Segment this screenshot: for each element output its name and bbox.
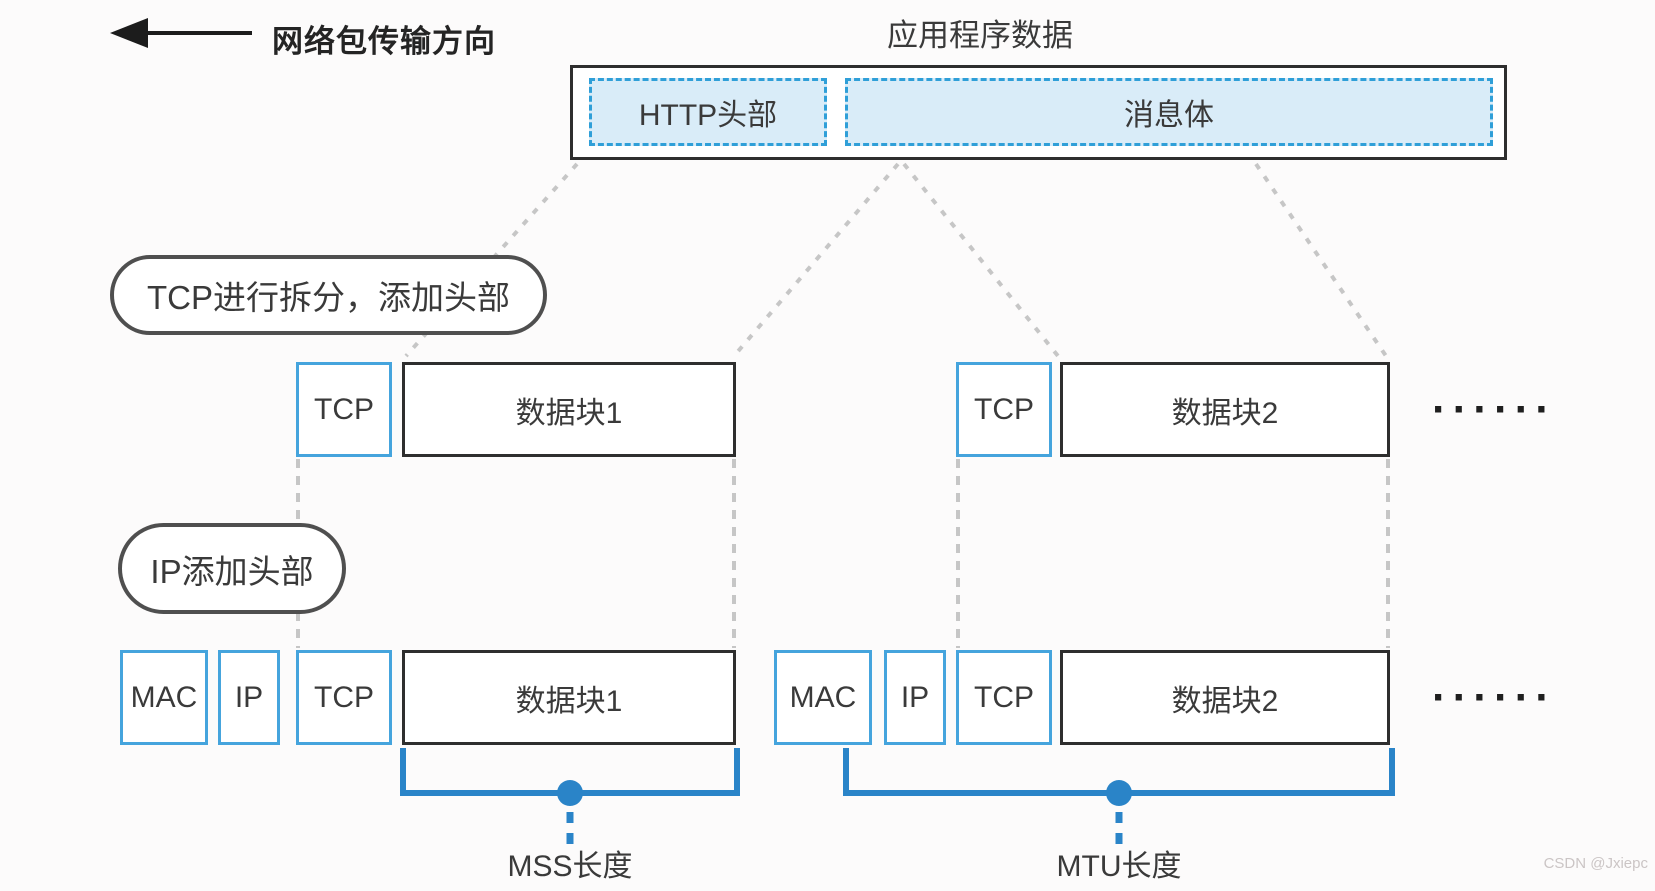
ip-step-pill: IP添加头部 (118, 523, 346, 614)
tcp-step-pill: TCP进行拆分，添加头部 (110, 255, 547, 335)
app-data-box: HTTP头部 消息体 (570, 65, 1507, 160)
ip-row-g2-ip-header: IP (884, 650, 946, 745)
http-header-box: HTTP头部 (589, 78, 827, 146)
tcp-row-g2-data-block: 数据块2 (1060, 362, 1390, 457)
tcp-row-g2-tcp-header: TCP (956, 362, 1052, 457)
ip-row-g2-mac-header: MAC (774, 650, 872, 745)
mss-dot (557, 780, 583, 806)
split-line-4 (1254, 162, 1388, 358)
split-line-3 (902, 162, 1060, 358)
mss-bracket (400, 748, 740, 845)
split-line-2 (732, 162, 900, 358)
ip-row-g1-tcp-header: TCP (296, 650, 392, 745)
ip-row-ellipsis: ······ (1432, 673, 1556, 722)
message-body-box: 消息体 (845, 78, 1493, 146)
mtu-bracket (843, 748, 1395, 845)
ip-row-g1-ip-header: IP (218, 650, 280, 745)
ip-row-g2-tcp-header: TCP (956, 650, 1052, 745)
tcp-row-g1-tcp-header: TCP (296, 362, 392, 457)
mtu-dot (1106, 780, 1132, 806)
app-data-title: 应用程序数据 (887, 17, 1073, 53)
direction-legend-label: 网络包传输方向 (272, 24, 496, 59)
mtu-length-label: MTU长度 (1056, 850, 1182, 883)
ip-row-g1-data-block: 数据块1 (402, 650, 736, 745)
ip-row-g1-mac-header: MAC (120, 650, 208, 745)
tcp-row-ellipsis: ······ (1432, 385, 1556, 434)
left-arrow-icon (110, 18, 252, 48)
ip-row-g2-data-block: 数据块2 (1060, 650, 1390, 745)
mss-length-label: MSS长度 (507, 850, 633, 883)
tcp-row-g1-data-block: 数据块1 (402, 362, 736, 457)
watermark: CSDN @Jxiepc (1543, 855, 1648, 872)
